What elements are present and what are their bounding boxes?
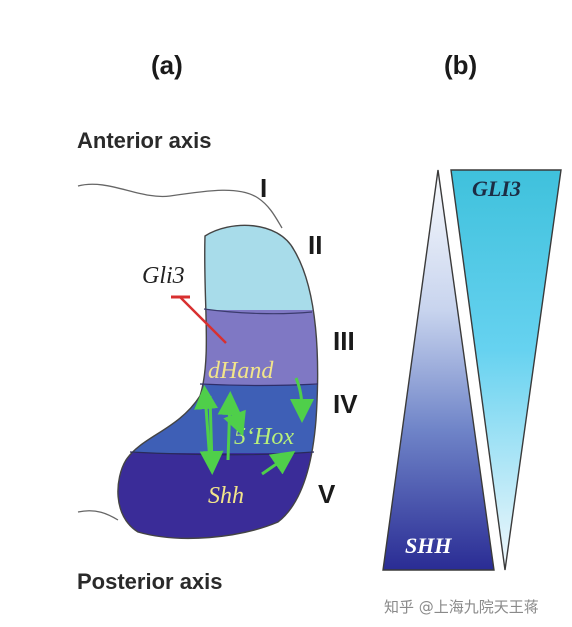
watermark: 知乎 @上海九院天王蒋 [384, 598, 539, 616]
arrow-hox-to-dhand [217, 391, 242, 461]
gli3-gradient-label: GLI3 [472, 176, 521, 201]
zone-5-label: V [318, 479, 336, 509]
arrow-dhand-to-shh [199, 395, 224, 475]
anterior-axis-label: Anterior axis [77, 128, 212, 153]
zone-divider-3-4 [199, 383, 319, 387]
arrow-dhand-to-5hox-right [289, 377, 314, 423]
shh-gradient-triangle [382, 169, 495, 571]
posterior-axis-label: Posterior axis [77, 569, 223, 594]
gli3-gene-label: Gli3 [142, 263, 185, 289]
arrow-dhand-to-hox [223, 401, 246, 437]
zone-1-label: I [260, 173, 267, 203]
gli3-inhibition-line [179, 296, 227, 344]
panel-b-label: (b) [444, 50, 477, 80]
posterior-outline [77, 510, 119, 521]
panel-a-label: (a) [151, 50, 183, 80]
zone-2-label: II [308, 230, 322, 260]
gli3-gradient-triangle [450, 169, 562, 571]
arrow-shh-to-hox [261, 450, 296, 476]
shh-gene-label: Shh [208, 483, 244, 509]
anterior-outline [77, 183, 283, 229]
dhand-gene-label: dHand [208, 358, 274, 384]
interaction-arrows [194, 377, 314, 476]
zone-divider-2-3 [203, 308, 313, 315]
zone-4-region [117, 385, 318, 453]
zone-3-label: III [333, 326, 355, 356]
hox5-gene-label: 5‘Hox [234, 424, 294, 450]
shh-gradient-label: SHH [405, 533, 452, 558]
zone-4-label: IV [333, 389, 358, 419]
